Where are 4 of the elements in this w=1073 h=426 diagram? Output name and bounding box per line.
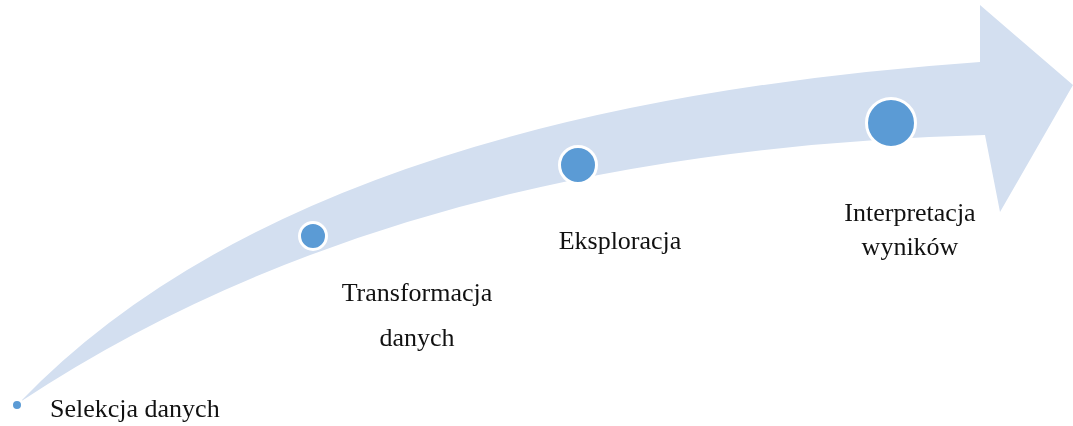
- step-label: Transformacja danych: [340, 277, 494, 354]
- step-label: Interpretacja wyników: [843, 197, 977, 263]
- step-label: Eksploracja: [557, 225, 683, 257]
- step-label: Selekcja danych: [50, 393, 221, 425]
